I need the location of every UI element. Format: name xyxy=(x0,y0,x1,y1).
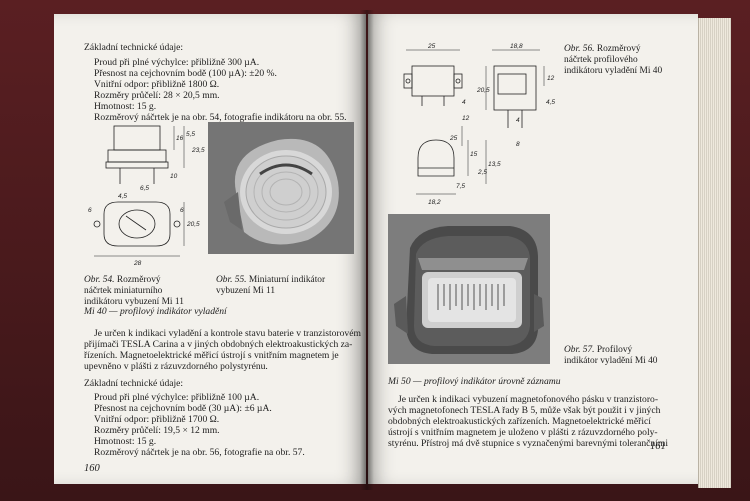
svg-text:28: 28 xyxy=(133,260,142,267)
svg-text:18,2: 18,2 xyxy=(428,199,441,206)
fig54-drawing: 16 5,5 23,5 10 6,5 4,5 20,5 28 6 6 xyxy=(88,125,205,267)
fig57-photo xyxy=(388,214,550,364)
svg-text:4: 4 xyxy=(462,99,466,106)
fig54-caption: Obr. 54. Rozměrový náčrtek miniaturního … xyxy=(84,275,184,307)
svg-text:7,5: 7,5 xyxy=(456,183,465,190)
spec2-line: Hmotnost: 15 g. xyxy=(94,436,157,447)
svg-text:5,5: 5,5 xyxy=(186,131,195,138)
section-heading-mi40: Mi 40 — profilový indikátor vyladění xyxy=(84,306,227,317)
svg-text:13,5: 13,5 xyxy=(488,161,501,168)
svg-text:20,5: 20,5 xyxy=(186,221,200,228)
svg-text:6: 6 xyxy=(180,207,184,214)
svg-text:25: 25 xyxy=(449,135,458,142)
profile-meter-image xyxy=(388,214,550,364)
spec2-line: Rozměry průčelí: 19,5 × 12 mm. xyxy=(94,425,220,436)
spec2-line: Vnitřní odpor: přibližně 1700 Ω. xyxy=(94,414,220,425)
meter-photo-image xyxy=(208,122,354,254)
fig57-caption: Obr. 57. Profilový indikátor vyladění Mi… xyxy=(564,345,658,366)
spec1-line: Hmotnost: 15 g. xyxy=(94,101,157,112)
paragraph-line: ústrojí s vnitřním magnetem je uloženo v… xyxy=(388,427,658,438)
svg-text:4,5: 4,5 xyxy=(118,193,127,200)
paragraph-line: řízeních. Magnetoelektrické měřicí ústro… xyxy=(84,350,339,361)
fig55-photo xyxy=(208,122,354,254)
spec2-line: Přesnost na cejchovním bodě (30 µA): ±6 … xyxy=(94,403,272,414)
svg-text:16: 16 xyxy=(176,135,184,142)
spec2-line: Rozměrový náčrtek je na obr. 56, fotogra… xyxy=(94,447,305,458)
spec1-line: Vnitřní odpor: přibližně 1800 Ω. xyxy=(94,79,220,90)
spec1-line: Přesnost na cejchovním bodě (100 µA): ±2… xyxy=(94,68,277,79)
svg-text:4: 4 xyxy=(516,117,520,124)
fig56-caption: Obr. 56. Rozměrový náčrtek profilového i… xyxy=(564,44,663,76)
section-heading-mi50: Mi 50 — profilový indikátor úrovně zázna… xyxy=(388,376,561,387)
svg-text:23,5: 23,5 xyxy=(191,147,205,154)
paragraph-line: Je určen k indikaci vyladění a kontrole … xyxy=(94,328,361,339)
page-number-left: 160 xyxy=(84,463,100,474)
right-page: 25 18,8 12 20,5 4,5 4 12 4 25 15 2,5 13,… xyxy=(368,14,698,484)
spec1-heading: Základní technické údaje: xyxy=(84,42,184,53)
svg-text:6: 6 xyxy=(88,207,92,214)
svg-text:12: 12 xyxy=(462,115,470,122)
book-spine-shadow xyxy=(360,10,374,490)
paragraph-line: styrénu. Přístroj má dvě stupnice s vyzn… xyxy=(388,438,669,449)
svg-text:4,5: 4,5 xyxy=(546,99,555,106)
paragraph-line: přijímači TESLA Carina a v jiných obdobn… xyxy=(84,339,353,350)
paragraph-line: upevněno v plášti z rázuvzdorného polyst… xyxy=(84,361,268,372)
svg-text:15: 15 xyxy=(470,151,478,158)
spec2-line: Proud při plné výchylce: přibližně 100 µ… xyxy=(94,392,260,403)
paragraph-line: Je určen k indikaci vybuzení magnetofono… xyxy=(398,394,659,405)
svg-text:8: 8 xyxy=(516,141,520,148)
paragraph-line: vých magnetofonech TESLA řady B 5, může … xyxy=(388,405,661,416)
page-edges xyxy=(698,18,731,488)
svg-text:10: 10 xyxy=(170,173,178,180)
left-page: Základní technické údaje: Proud při plné… xyxy=(54,14,366,484)
page-number-right: 161 xyxy=(650,441,666,452)
spec1-line: Proud při plné výchylce: přibližně 300 µ… xyxy=(94,57,260,68)
fig56-drawing: 25 18,8 12 20,5 4,5 4 12 4 25 15 2,5 13,… xyxy=(403,43,555,206)
spec1-line: Rozměry průčelí: 28 × 20,5 mm. xyxy=(94,90,220,101)
paragraph-line: obdobných elektroakustických zařízeních.… xyxy=(388,416,651,427)
spec2-heading: Základní technické údaje: xyxy=(84,378,184,389)
svg-text:2,5: 2,5 xyxy=(477,169,487,176)
svg-text:25: 25 xyxy=(427,43,436,50)
svg-text:18,8: 18,8 xyxy=(510,43,523,50)
svg-text:20,5: 20,5 xyxy=(476,87,490,94)
svg-text:6,5: 6,5 xyxy=(140,185,149,192)
svg-text:12: 12 xyxy=(547,75,555,82)
spec1-line: Rozměrový náčrtek je na obr. 54, fotogra… xyxy=(94,112,347,123)
fig55-caption: Obr. 55. Miniaturní indikátor vybuzení M… xyxy=(216,275,326,296)
